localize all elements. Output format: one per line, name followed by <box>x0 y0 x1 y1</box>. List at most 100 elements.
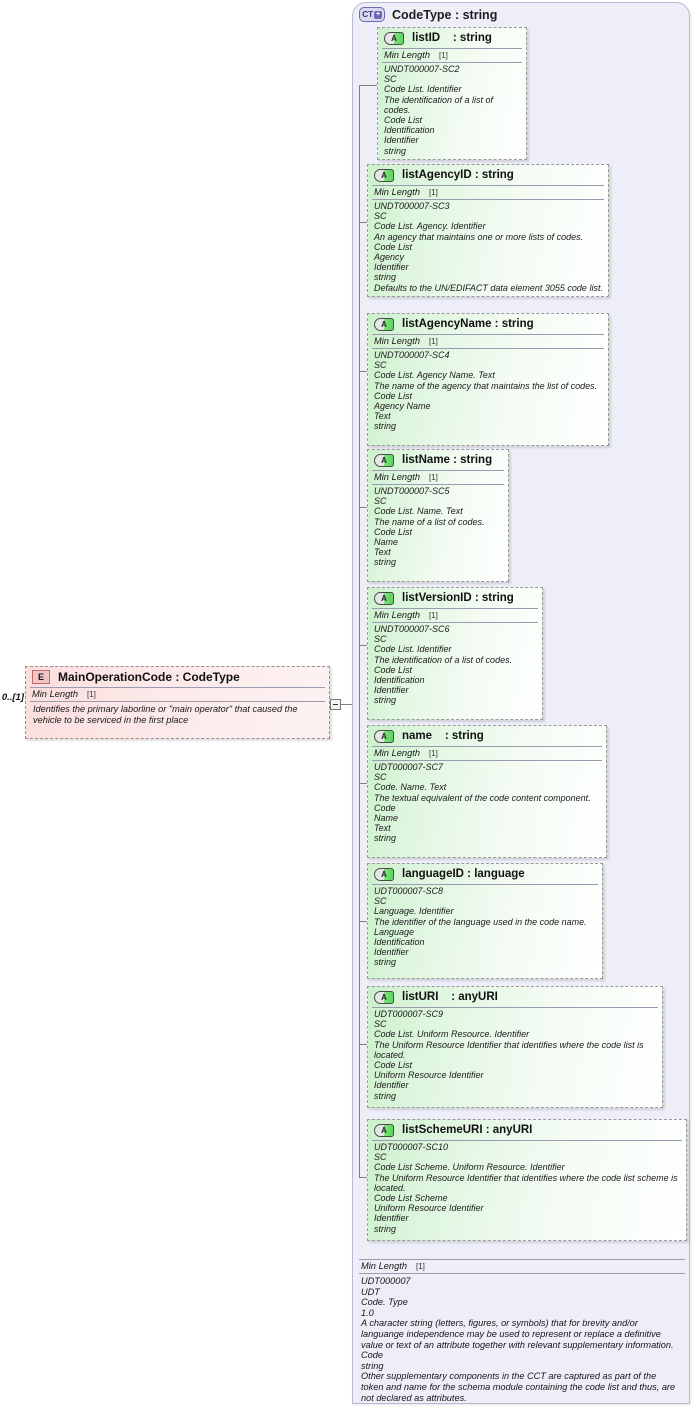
attribute-facet-row: Min Length[1] <box>368 609 542 622</box>
element-facet-occurrence: [1] <box>87 690 96 699</box>
complex-type-title: CodeType : string <box>392 7 498 22</box>
attribute-facet-occurrence: [1] <box>429 611 438 620</box>
attribute-facet-line: UDT000007-SC10 <box>374 1142 449 1152</box>
attribute-facet-line: Agency Name <box>374 401 431 412</box>
attribute-facet-line: string <box>374 1090 397 1101</box>
attribute-facet-line: string <box>374 957 397 968</box>
attribute-facet-line: The Uniform Resource Identifier that ide… <box>374 1039 644 1060</box>
attribute-facet-line: Language. Identifier <box>374 906 454 917</box>
attribute-facet-label: Min Length <box>374 187 420 197</box>
attribute-facet-occurrence: [1] <box>429 188 438 197</box>
attribute-icon: A <box>374 591 394 605</box>
attribute-facet-occurrence: [1] <box>429 473 438 482</box>
attribute-facet-line: Code List. Identifier <box>374 644 452 655</box>
attribute-facet-line: Code List <box>374 664 413 675</box>
attribute-facet-occurrence: [1] <box>439 51 448 60</box>
attribute-facet-line: Code List. Uniform Resource. Identifier <box>374 1029 530 1040</box>
attribute-facet-line: SC <box>374 496 387 507</box>
attribute-facet-line: Agency <box>374 252 405 263</box>
connector-branch <box>359 783 367 784</box>
attribute-icon: A <box>384 31 404 45</box>
attribute-facet-line: Code List <box>374 526 413 537</box>
type-facet-occurrence: [1] <box>416 1262 425 1271</box>
attribute-icon: A <box>374 729 394 743</box>
attribute-facet-line: SC <box>374 896 387 907</box>
attribute-name-label: listSchemeURI : anyURI <box>402 1124 533 1136</box>
plus-icon: + <box>373 10 382 19</box>
ct-icon-label: CT <box>362 9 373 20</box>
divider <box>30 701 325 702</box>
divider <box>372 746 602 747</box>
attribute-facet-line: Text <box>374 411 391 422</box>
attribute-facet-line: Code List. Agency. Identifier <box>374 221 486 232</box>
element-header: E MainOperationCode : CodeType <box>26 667 329 687</box>
attribute-icon: A <box>374 453 394 467</box>
attribute-facet-label: Min Length <box>374 472 420 482</box>
attribute-facet-line: Identifier <box>374 685 409 696</box>
attribute-facet-line: Code List <box>374 241 413 252</box>
attribute-facet-line: Code List. Identifier <box>384 84 462 95</box>
divider <box>372 1140 682 1141</box>
attribute-facet-line: Defaults to the UN/EDIFACT data element … <box>374 282 603 293</box>
type-facet-line: A character string (letters, figures, or… <box>361 1318 674 1350</box>
attribute-facet-line: string <box>374 557 397 568</box>
attribute-facet-line: Uniform Resource Identifier <box>374 1070 484 1081</box>
attribute-facet-line: Identification <box>374 937 425 948</box>
connector-trunk <box>359 85 360 1177</box>
attribute-facet-line: The identification of a list of codes. <box>384 94 494 115</box>
divider <box>30 687 325 688</box>
attribute-icon: A <box>374 317 394 331</box>
attribute-facet-line: An agency that maintains one or more lis… <box>374 231 584 242</box>
attribute-facet-line: string <box>374 421 397 432</box>
attribute-facet-label: Min Length <box>374 748 420 758</box>
divider <box>372 348 604 349</box>
attribute-facet-line: Code List <box>374 1060 413 1071</box>
element-facet-label: Min Length <box>32 689 78 699</box>
attribute-facet-line: UNDT000007-SC2 <box>384 64 460 74</box>
attribute-icon: A <box>374 168 394 182</box>
attribute-facet-line: SC <box>374 772 387 783</box>
divider <box>372 470 504 471</box>
complex-type-expand-icon[interactable]: CT+ <box>359 7 385 22</box>
attribute-facet-line: Uniform Resource Identifier <box>374 1203 484 1214</box>
attribute-icon: A <box>374 990 394 1004</box>
attribute-facet-line: UNDT000007-SC4 <box>374 350 450 360</box>
attribute-facet-line: string <box>374 833 397 844</box>
attribute-facet-row: Min Length [1] <box>368 471 508 484</box>
divider <box>359 1273 685 1274</box>
attribute-name-label: listName : string <box>402 454 493 466</box>
type-facet-line: string <box>361 1360 384 1371</box>
attribute-facet-occurrence: [1] <box>429 337 438 346</box>
element-node-main-operation-code[interactable]: E MainOperationCode : CodeType Min Lengt… <box>25 666 330 739</box>
type-facet-line: 1.0 <box>361 1307 374 1318</box>
minus-icon <box>333 704 338 705</box>
attribute-name-label: listURI : anyURI <box>402 991 498 1003</box>
attribute-facet-line: SC <box>374 1019 387 1030</box>
element-facet-row: Min Length [1] <box>26 688 329 701</box>
attribute-facet-line: string <box>384 145 407 156</box>
attribute-facet-line: Language <box>374 926 415 937</box>
collapse-toggle[interactable] <box>330 699 341 710</box>
attribute-facet-line: SC <box>374 211 387 222</box>
attribute-facet-line: Code. Name. Text <box>374 782 447 793</box>
attribute-facet-row: Min Length[1] <box>378 49 526 62</box>
type-facet-label: Min Length <box>361 1261 407 1271</box>
connector-branch <box>359 371 367 372</box>
